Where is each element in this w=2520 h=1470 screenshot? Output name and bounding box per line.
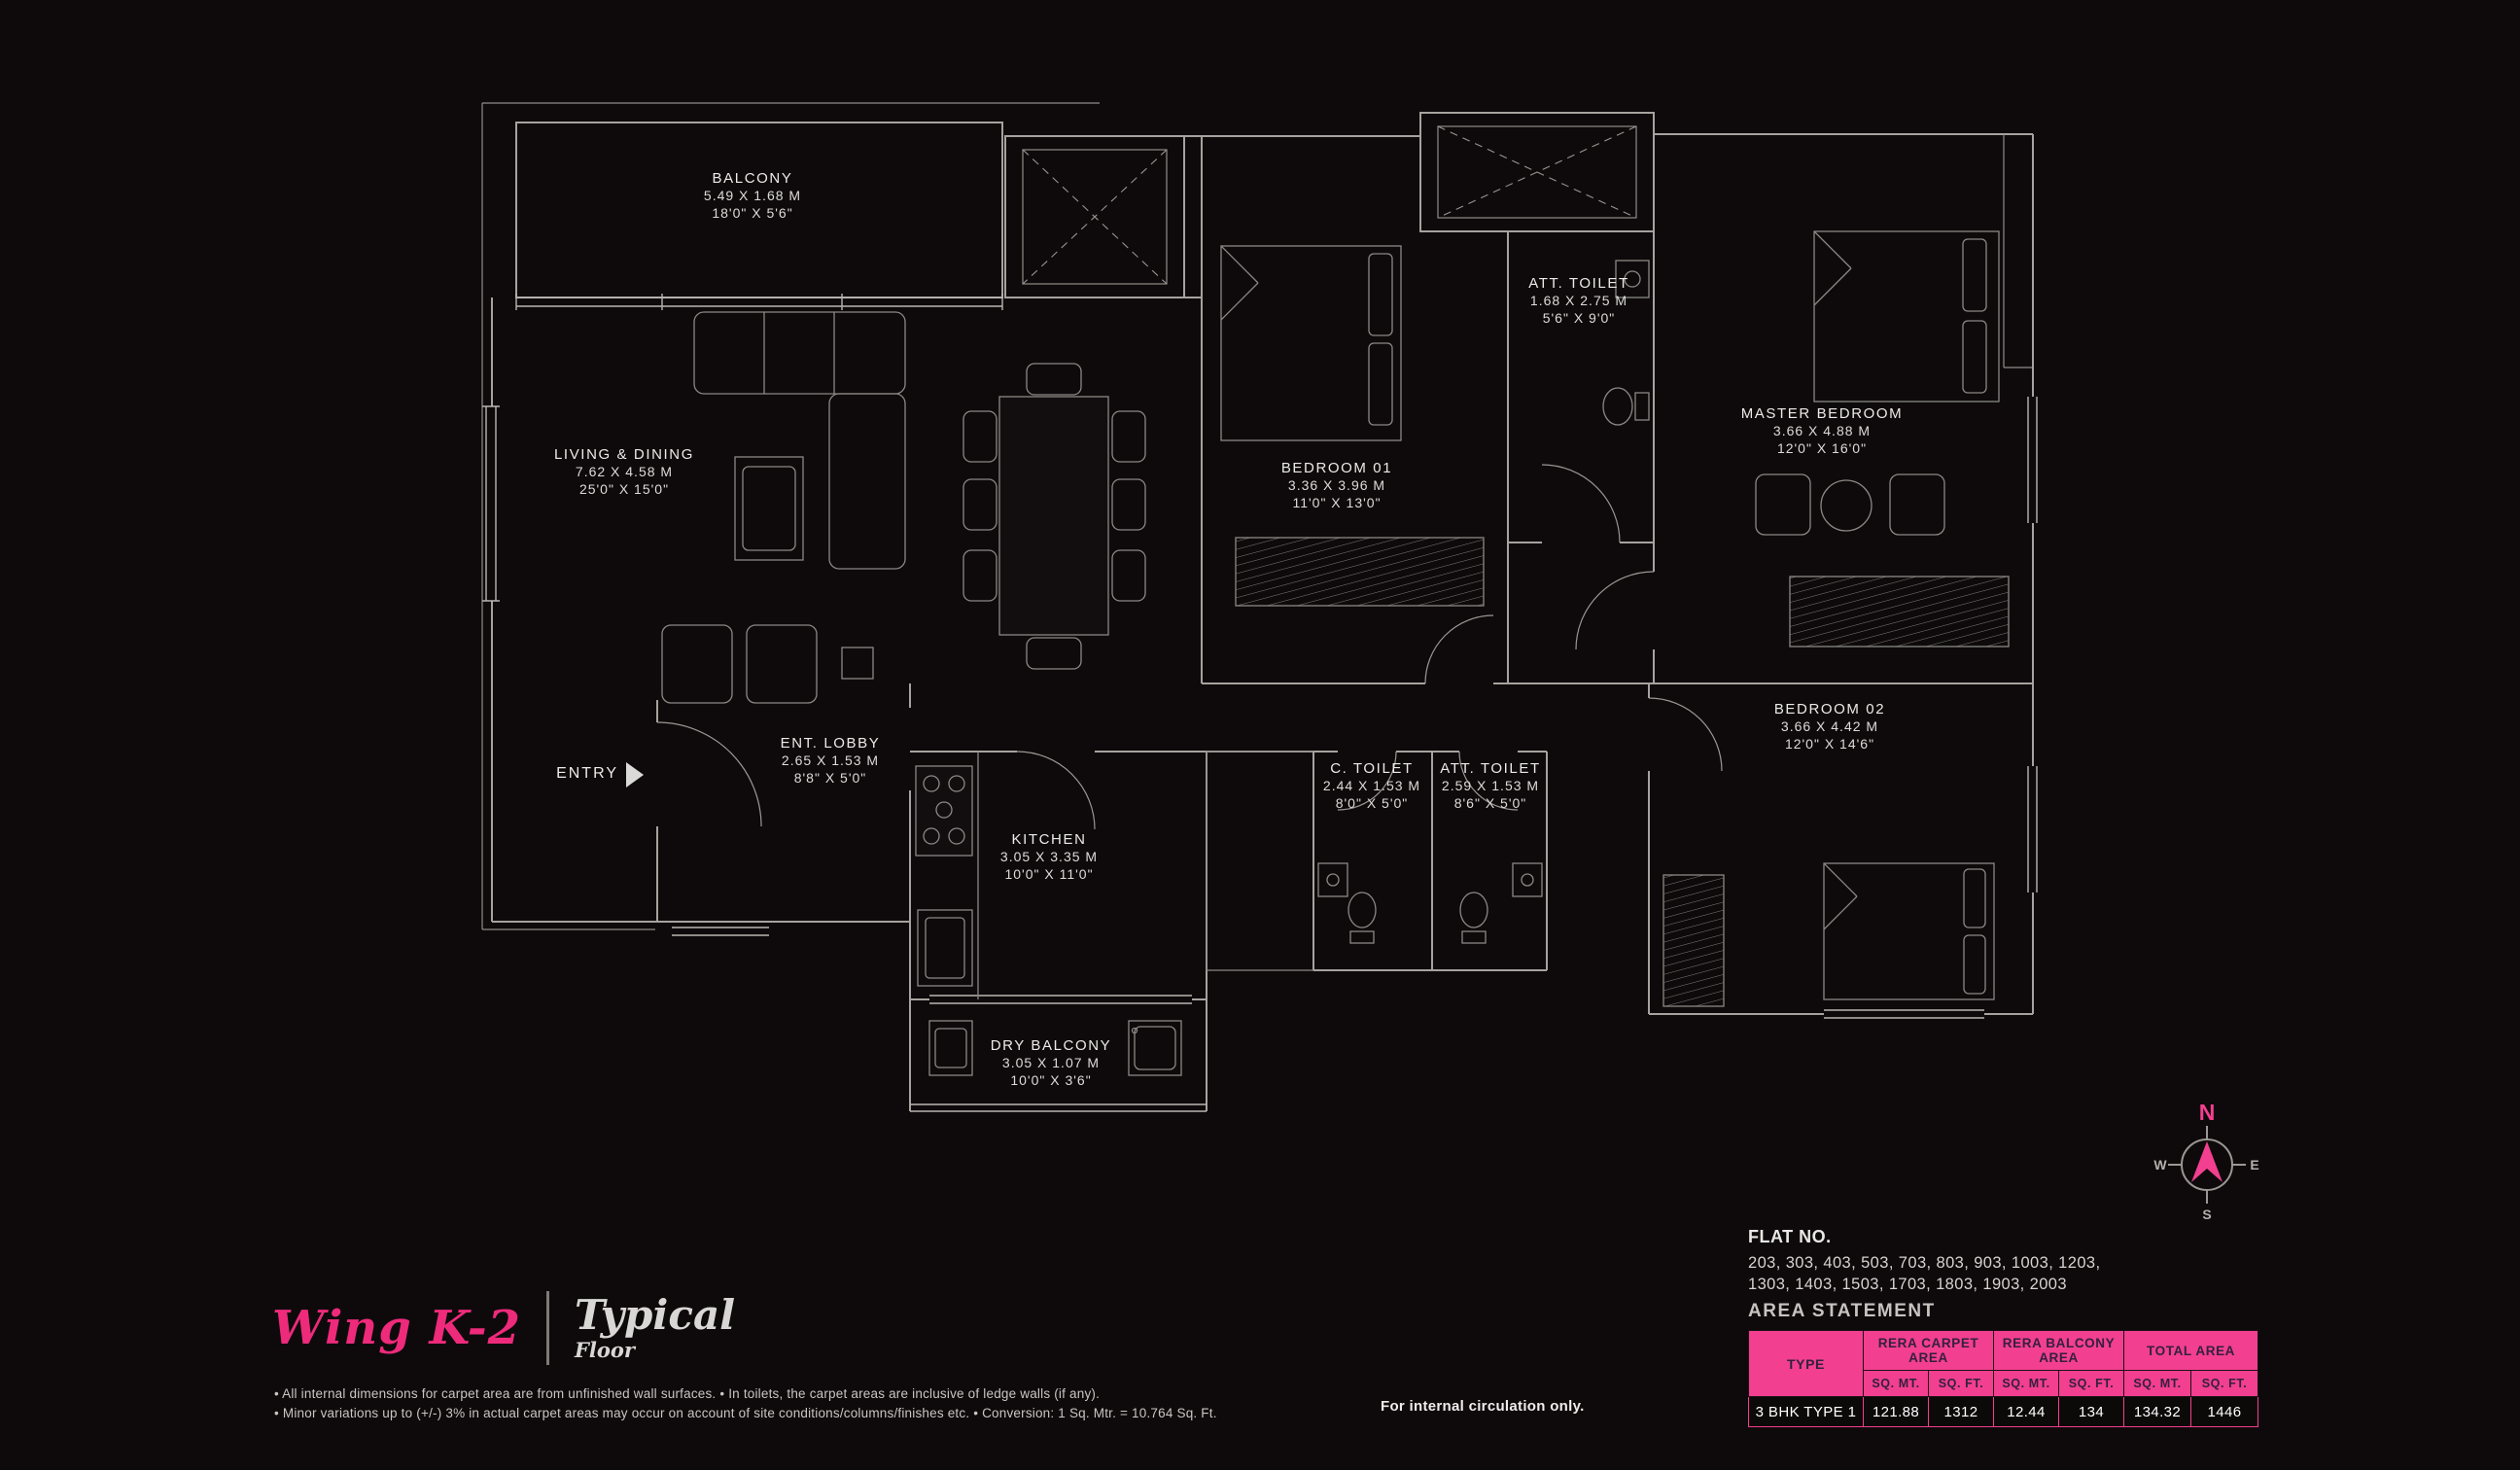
svg-text:3.66 X 4.88 M: 3.66 X 4.88 M (1773, 423, 1871, 438)
walls (482, 133, 2038, 1112)
balcony-walls (515, 122, 1003, 310)
compass-s: S (2202, 1207, 2211, 1222)
bedroom02-furniture (1662, 862, 1995, 1007)
bedroom01-furniture (1220, 245, 1485, 607)
svg-text:12'0" X 16'0": 12'0" X 16'0" (1777, 440, 1867, 456)
svg-text:8'8" X 5'0": 8'8" X 5'0" (794, 770, 867, 786)
outer-boundary (481, 102, 1100, 930)
svg-text:7.62 X 4.58 M: 7.62 X 4.58 M (576, 464, 673, 479)
master-bedroom-label: MASTER BEDROOM (1741, 405, 1904, 422)
shaft-duct-2 (1419, 112, 1655, 232)
kitchen-fixtures (915, 752, 979, 999)
svg-text:8'6" X 5'0": 8'6" X 5'0" (1454, 795, 1527, 811)
compass-n: N (2199, 1101, 2216, 1125)
cell-balcony-sqft: 134 (2058, 1396, 2125, 1427)
svg-text:18'0" X 5'6": 18'0" X 5'6" (712, 205, 792, 221)
svg-text:10'0" X 3'6": 10'0" X 3'6" (1010, 1072, 1091, 1088)
flat-no-title: FLAT NO. (1748, 1227, 1832, 1246)
kitchen-label: KITCHEN (1011, 831, 1086, 848)
cell-total-sqmt: 134.32 (2123, 1396, 2192, 1427)
svg-text:2.65 X 1.53 M: 2.65 X 1.53 M (782, 752, 879, 768)
svg-text:11'0" X 13'0": 11'0" X 13'0" (1292, 495, 1381, 510)
col-total-sqft: SQ. FT. (2190, 1370, 2259, 1397)
col-rera-balcony: RERA BALCONY AREA (1993, 1330, 2125, 1371)
brand-divider (546, 1291, 550, 1365)
cell-balcony-sqmt: 12.44 (1993, 1396, 2060, 1427)
balcony-label: BALCONY (713, 170, 793, 187)
svg-text:3.05 X 1.07 M: 3.05 X 1.07 M (1002, 1055, 1100, 1070)
entry-marker: ENTRY (556, 762, 644, 788)
svg-text:5.49 X 1.68 M: 5.49 X 1.68 M (704, 188, 801, 203)
compass-rose: N W E S (2153, 1101, 2258, 1222)
dry-balcony-label: DRY BALCONY (991, 1037, 1112, 1054)
svg-text:5'6" X 9'0": 5'6" X 9'0" (1543, 310, 1616, 326)
note-line-1: • All internal dimensions for carpet are… (274, 1386, 1101, 1401)
area-statement-table: TYPE RERA CARPET AREA RERA BALCONY AREA … (1748, 1330, 2259, 1427)
att-toilet2-label: ATT. TOILET (1440, 760, 1540, 777)
svg-text:3.36 X 3.96 M: 3.36 X 3.96 M (1288, 477, 1385, 493)
col-total-area: TOTAL AREA (2123, 1330, 2259, 1371)
disclaimer-notes: • All internal dimensions for carpet are… (274, 1384, 1558, 1423)
room-labels: BALCONY 5.49 X 1.68 M 18'0" X 5'6" LIVIN… (554, 170, 1904, 1088)
floor-word: Floor (575, 1337, 635, 1362)
cell-total-sqft: 1446 (2190, 1396, 2259, 1427)
table-row: 3 BHK TYPE 1 121.88 1312 12.44 134 134.3… (1748, 1396, 2259, 1427)
svg-text:12'0" X 14'6": 12'0" X 14'6" (1785, 736, 1874, 752)
bedroom02-label: BEDROOM 02 (1774, 701, 1885, 718)
toilet-fixtures (1317, 862, 1543, 944)
area-statement: AREA STATEMENT TYPE RERA CARPET AREA RER… (1748, 1301, 2259, 1427)
c-toilet-label: C. TOILET (1330, 760, 1414, 777)
cell-type: 3 BHK TYPE 1 (1748, 1396, 1864, 1427)
svg-text:2.59 X 1.53 M: 2.59 X 1.53 M (1442, 778, 1539, 793)
entry-arrow-icon (626, 762, 644, 788)
col-total-sqmt: SQ. MT. (2123, 1370, 2192, 1397)
shaft-duct-1 (1004, 135, 1185, 298)
col-rera-carpet: RERA CARPET AREA (1862, 1330, 1995, 1371)
svg-text:1.68 X 2.75 M: 1.68 X 2.75 M (1530, 293, 1628, 308)
svg-text:3.66 X 4.42 M: 3.66 X 4.42 M (1781, 718, 1878, 734)
flat-no-line2: 1303, 1403, 1503, 1703, 1803, 1903, 2003 (1748, 1276, 2067, 1293)
svg-text:10'0" X 11'0": 10'0" X 11'0" (1004, 866, 1093, 882)
col-carpet-sqmt: SQ. MT. (1863, 1370, 1929, 1397)
wing-title: Wing K-2 (272, 1301, 522, 1355)
svg-text:3.05 X 3.35 M: 3.05 X 3.35 M (1000, 849, 1098, 864)
ent-lobby-label: ENT. LOBBY (781, 735, 881, 752)
master-furniture (1755, 230, 2010, 648)
col-carpet-sqft: SQ. FT. (1927, 1370, 1995, 1397)
svg-text:25'0" X 15'0": 25'0" X 15'0" (579, 481, 669, 497)
cell-carpet-sqft: 1312 (1927, 1396, 1995, 1427)
circulation-note: For internal circulation only. (1381, 1398, 1585, 1415)
living-label: LIVING & DINING (554, 446, 694, 463)
flat-no-block: FLAT NO. 203, 303, 403, 503, 703, 803, 9… (1748, 1227, 2100, 1295)
col-balcony-sqft: SQ. FT. (2058, 1370, 2125, 1397)
living-furniture (661, 311, 1146, 704)
cell-carpet-sqmt: 121.88 (1863, 1396, 1929, 1427)
compass-e: E (2250, 1157, 2258, 1172)
att-toilet-top-fixtures (1602, 260, 1650, 426)
note-line-2: • Minor variations up to (+/-) 3% in act… (274, 1406, 1217, 1420)
entry-label: ENTRY (556, 765, 618, 782)
area-statement-title: AREA STATEMENT (1748, 1301, 1936, 1321)
bedroom01-label: BEDROOM 01 (1281, 460, 1392, 476)
dry-balcony-fixtures (928, 1020, 1182, 1076)
svg-text:2.44 X 1.53 M: 2.44 X 1.53 M (1323, 778, 1420, 793)
wing-branding: Wing K-2 Typical Floor (272, 1291, 735, 1365)
door-arcs (656, 464, 1723, 830)
floor-plan-drawing: ENTRY BALCONY 5.49 X 1.68 M 18'0" X 5'6"… (481, 102, 2038, 1112)
compass-w: W (2153, 1157, 2167, 1172)
floor-style-title: Typical (575, 1290, 736, 1339)
col-balcony-sqmt: SQ. MT. (1993, 1370, 2060, 1397)
col-type: TYPE (1748, 1330, 1864, 1397)
svg-text:8'0" X 5'0": 8'0" X 5'0" (1336, 795, 1409, 811)
flat-no-line1: 203, 303, 403, 503, 703, 803, 903, 1003,… (1748, 1254, 2101, 1272)
compass-north-arrow-icon (2191, 1141, 2222, 1182)
att-toilet-top-label: ATT. TOILET (1528, 275, 1628, 292)
